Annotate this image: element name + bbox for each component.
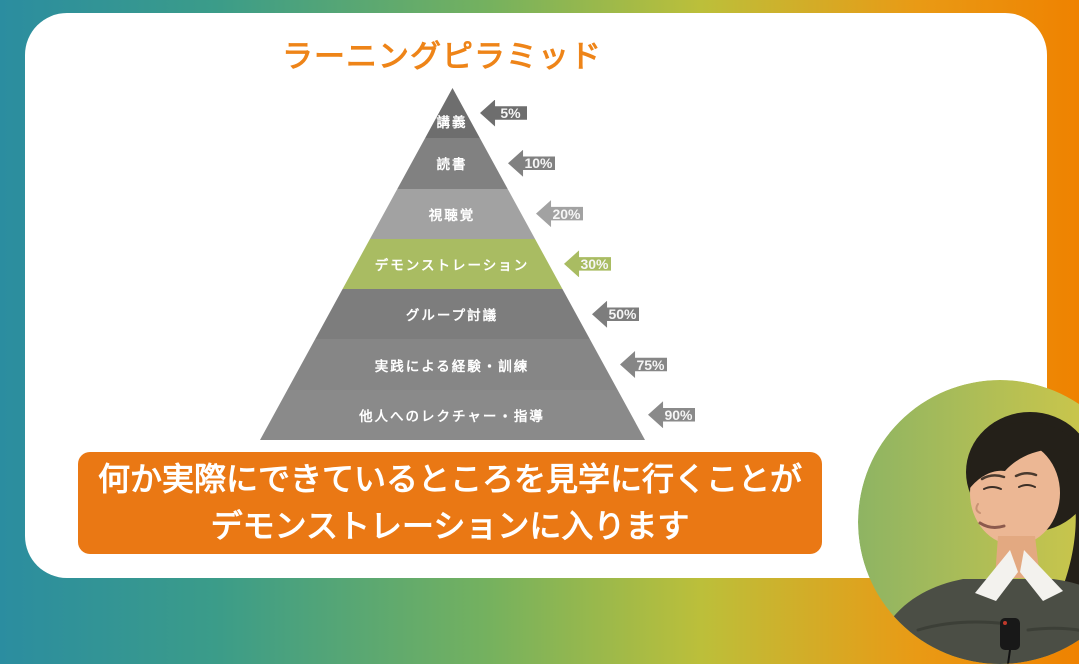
pyramid-label-1: 講義 xyxy=(436,115,468,130)
percent-value: 30% xyxy=(580,255,609,272)
caption-line-1: 何か実際にできているところを見学に行くことが xyxy=(97,461,802,497)
percent-arrow-icon: 10% xyxy=(508,149,555,177)
percent-arrow-icon: 30% xyxy=(564,250,611,278)
presenter-avatar xyxy=(858,380,1079,664)
percent-value: 5% xyxy=(500,105,521,121)
percent-arrow-icon: 90% xyxy=(648,401,695,429)
pyramid-label-5: グループ討議 xyxy=(405,308,499,324)
percent-arrow-icon: 20% xyxy=(536,200,583,228)
page-title: ラーニングピラミッド xyxy=(282,39,602,74)
pyramid-band-6 xyxy=(260,339,645,390)
pyramid-label-3: 視聴覚 xyxy=(428,207,476,223)
pyramid-label-7: 他人へのレクチャー・指導 xyxy=(359,408,545,424)
caption-banner: 何か実際にできているところを見学に行くことが デモンストレーションに入ります xyxy=(78,452,822,554)
percent-value: 75% xyxy=(636,356,665,373)
pyramid-label-6: 実践による経験・訓練 xyxy=(374,358,530,374)
pyramid-band-7 xyxy=(260,389,645,440)
percent-arrow-icon: 75% xyxy=(620,351,667,378)
percent-arrow-icon: 50% xyxy=(592,300,639,328)
percent-value: 10% xyxy=(524,155,553,172)
caption-line-2: デモンストレーションに入ります xyxy=(210,508,690,544)
percent-value: 50% xyxy=(608,306,637,323)
percent-value: 90% xyxy=(664,406,693,423)
presenter-illustration xyxy=(858,380,1079,664)
slide-content: ラーニングピラミッド 講義 5% 読書 10% 視聴覚 20% デモンストレーション 30% グ… xyxy=(78,39,1079,664)
pyramid-label-2: 読書 xyxy=(436,157,468,173)
percent-value: 20% xyxy=(552,205,581,222)
pyramid-label-4: デモンストレーション xyxy=(374,257,530,273)
percent-arrow-icon: 5% xyxy=(480,99,527,127)
